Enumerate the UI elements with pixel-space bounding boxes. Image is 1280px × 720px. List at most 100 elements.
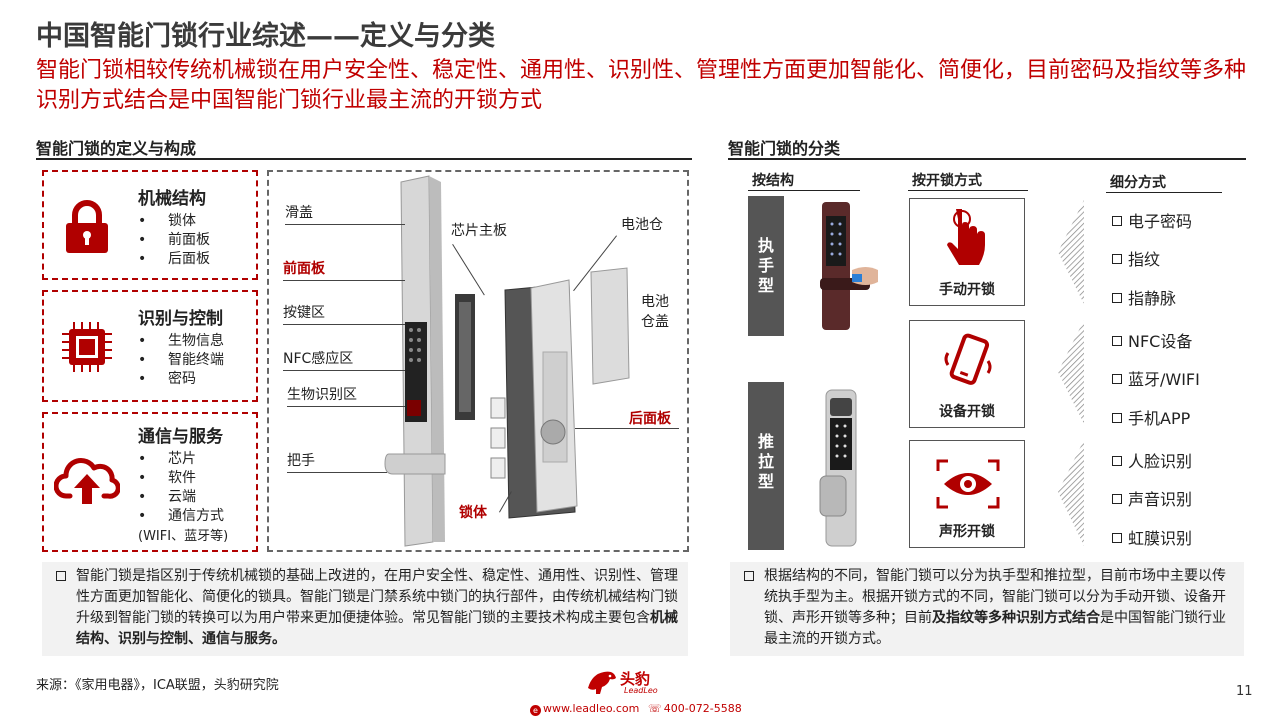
leader-line — [283, 280, 405, 281]
right-section-title: 智能门锁的分类 — [728, 139, 841, 158]
push-pull-lock-product-image — [819, 389, 857, 547]
note-highlight: 机械结构、识别与控制、通信与服务。 — [76, 610, 678, 647]
checkbox-icon — [1112, 374, 1122, 384]
checkbox-icon — [1112, 533, 1122, 543]
left-section-rule — [36, 158, 692, 160]
checkbox-icon — [1112, 494, 1122, 504]
lock-exploded-illustration — [384, 175, 630, 547]
option-item: 蓝牙/WIFI — [1112, 366, 1200, 390]
card-recognition: 识别与控制 生物信息 智能终端 密码 — [42, 290, 258, 402]
label-lock-body: 锁体 — [459, 505, 487, 521]
chip-icon — [62, 322, 112, 372]
card-title: 通信与服务 — [138, 427, 223, 447]
footer-phone[interactable]: ☏400-072-5588 — [648, 702, 742, 715]
label-battery-cover: 电池 仓盖 — [641, 294, 669, 330]
col-rule — [908, 190, 1028, 191]
option-item: 人脸识别 — [1112, 448, 1192, 472]
padlock-icon — [66, 200, 108, 253]
label-battery-bay: 电池仓 — [621, 217, 663, 233]
note-text: 根据结构的不同，智能门锁可以分为执手型和推拉型，目前市场中主要以传统执手型为主。… — [764, 568, 1226, 626]
leader-line — [287, 406, 405, 407]
option-item: 指静脉 — [1112, 285, 1176, 309]
hand-press-icon — [947, 209, 985, 265]
right-section-rule — [728, 158, 1246, 160]
label-rear-panel: 后面板 — [629, 411, 671, 427]
leader-line — [283, 370, 405, 371]
handle-lock-product-image — [820, 202, 878, 330]
col-head-structure: 按结构 — [752, 173, 794, 189]
open-method-manual: 手动开锁 — [909, 198, 1025, 306]
option-item: 指纹 — [1112, 246, 1160, 270]
checkbox-icon — [1112, 293, 1122, 303]
label-front-panel: 前面板 — [283, 261, 325, 277]
card-list: 生物信息 智能终端 密码 — [138, 332, 224, 389]
lock-diagram: 滑盖 前面板 按键区 NFC感应区 生物识别区 把手 芯片主板 电池仓 电池 仓… — [267, 170, 689, 552]
list-item: 生物信息 — [138, 332, 224, 351]
list-item: 密码 — [138, 370, 224, 389]
leopard-logo-icon — [588, 671, 616, 694]
option-item: 声音识别 — [1112, 486, 1192, 510]
checkbox-icon — [1112, 413, 1122, 423]
label-slide-cover: 滑盖 — [285, 205, 313, 221]
card-title: 识别与控制 — [138, 309, 223, 329]
page-number: 11 — [1236, 684, 1253, 699]
page-subtitle: 智能门锁相较传统机械锁在用户安全性、稳定性、通用性、识别性、管理性方面更加智能化… — [36, 58, 1247, 113]
structure-type-label: 执手型 — [757, 236, 774, 295]
open-method-device: 设备开锁 — [909, 320, 1025, 428]
checkbox-icon — [1112, 336, 1122, 346]
col-rule — [748, 190, 860, 191]
checkbox-icon — [1112, 254, 1122, 264]
bracket-connectors — [1058, 200, 1084, 546]
card-list: 芯片 软件 云端 通信方式 — [138, 450, 224, 526]
page-title: 中国智能门锁行业综述——定义与分类 — [36, 21, 495, 52]
source-note: 来源：《家用电器》，ICA联盟，头豹研究院 — [36, 678, 279, 693]
col-head-sub-method: 细分方式 — [1110, 175, 1166, 191]
note-highlight: 及指纹等多种识别方式结合 — [932, 610, 1100, 626]
checkbox-icon — [1112, 216, 1122, 226]
leader-line — [575, 428, 679, 429]
option-item: NFC设备 — [1112, 328, 1192, 352]
note-text: 智能门锁是指区别于传统机械锁的基础上改进的，在用户安全性、稳定性、通用性、识别性… — [76, 568, 678, 626]
col-head-open-method: 按开锁方式 — [912, 173, 982, 189]
phone-vibrate-icon — [944, 333, 992, 385]
structure-type-push-pull: 推拉型 — [748, 382, 784, 550]
cloud-upload-icon — [54, 457, 120, 504]
leader-line — [287, 472, 387, 473]
checkbox-icon — [1112, 456, 1122, 466]
open-method-label: 设备开锁 — [939, 404, 995, 420]
label-bio: 生物识别区 — [287, 387, 357, 403]
list-item: 智能终端 — [138, 351, 224, 370]
checkbox-bullet-icon — [744, 571, 754, 581]
col-rule — [1106, 192, 1222, 193]
leader-line — [283, 324, 405, 325]
card-mechanical: 机械结构 锁体 前面板 后面板 — [42, 170, 258, 280]
label-handle: 把手 — [287, 453, 315, 469]
open-method-biometric: 声形开锁 — [909, 440, 1025, 548]
card-communication: 通信与服务 芯片 软件 云端 通信方式 (WIFI、蓝牙等) — [42, 412, 258, 552]
card-extra: (WIFI、蓝牙等) — [138, 529, 229, 544]
note-text: 是中国智能门锁行业最主流的开锁方式。 — [764, 610, 1226, 647]
leader-line — [285, 224, 405, 225]
option-item: 手机APP — [1112, 405, 1190, 429]
right-note: 根据结构的不同，智能门锁可以分为执手型和推拉型，目前市场中主要以传统执手型为主。… — [730, 562, 1244, 656]
list-item: 锁体 — [138, 212, 210, 231]
checkbox-bullet-icon — [56, 571, 66, 581]
card-list: 锁体 前面板 后面板 — [138, 212, 210, 269]
open-method-label: 声形开锁 — [939, 524, 995, 540]
list-item: 后面板 — [138, 250, 210, 269]
brand-name-en: LeadLeo — [624, 686, 658, 695]
structure-type-handle: 执手型 — [748, 196, 784, 336]
left-section-title: 智能门锁的定义与构成 — [36, 139, 197, 158]
eye-scan-icon — [936, 459, 1000, 509]
left-note: 智能门锁是指区别于传统机械锁的基础上改进的，在用户安全性、稳定性、通用性、识别性… — [42, 562, 688, 656]
option-item: 虹膜识别 — [1112, 525, 1192, 549]
phone-icon: ☏ — [648, 702, 662, 715]
open-method-label: 手动开锁 — [939, 282, 995, 298]
brand-name: 头豹 — [620, 670, 651, 688]
list-item: 云端 — [138, 488, 224, 507]
list-item: 通信方式 — [138, 507, 224, 526]
list-item: 前面板 — [138, 231, 210, 250]
card-title: 机械结构 — [138, 189, 206, 209]
label-chip-board: 芯片主板 — [451, 223, 507, 239]
